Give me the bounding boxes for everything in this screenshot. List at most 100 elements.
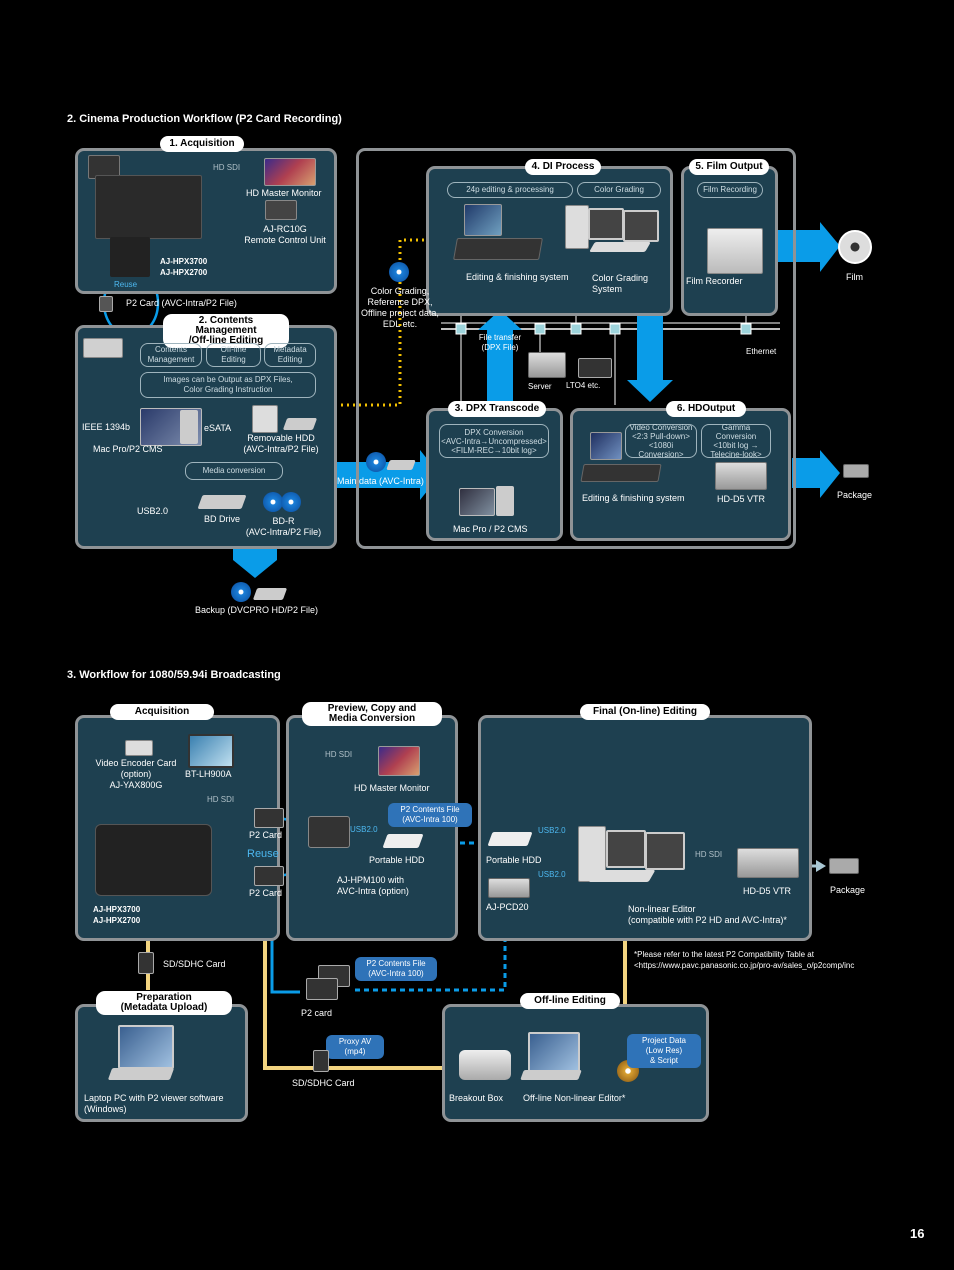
esata-label: eSATA	[204, 423, 232, 433]
contents-title: 2. Contents Management /Off-line Editing	[163, 314, 289, 348]
tag-dpx-output: Images can be Output as DPX Files, Color…	[140, 372, 316, 398]
tag-video-conversion: Video Conversion <2:3 Pull-down> <1080i …	[625, 423, 697, 459]
di-edit-console	[453, 238, 543, 260]
page-number: 16	[910, 1226, 925, 1241]
hdoutput-console	[580, 464, 662, 482]
package-tape-s2	[843, 464, 869, 478]
main-data-hdd	[386, 460, 416, 470]
laptop-base	[107, 1068, 175, 1080]
final-portable-hdd	[487, 832, 533, 846]
nle-label: Non-linear Editor (compatible with P2 HD…	[628, 904, 787, 925]
acquisition-title: 1. Acquisition	[160, 136, 244, 152]
hdoutput-title: 6. HDOutput	[666, 401, 746, 417]
final-usb-label-1: USB2.0	[538, 826, 566, 835]
film-reel-icon	[838, 230, 872, 264]
p2-cards-stack-front	[306, 978, 338, 1000]
preview-panel	[286, 715, 458, 941]
film-output-title: 5. Film Output	[689, 159, 769, 175]
final-hd-sdi-label: HD SDI	[695, 850, 723, 859]
preparation-title: Preparation (Metadata Upload)	[96, 991, 232, 1015]
hpm100-label: AJ-HPM100 with AVC-Intra (option)	[337, 875, 409, 896]
aj-pcd20-label: AJ-PCD20	[486, 902, 529, 912]
rc10g-label: AJ-RC10G Remote Control Unit	[244, 224, 326, 245]
preview-portable-hdd	[382, 834, 424, 848]
di-editing-label: Editing & finishing system	[466, 272, 569, 282]
usb-label-s2: USB2.0	[137, 506, 169, 516]
p2-card-top-label: P2 Card	[249, 830, 283, 840]
nle-monitor-2	[645, 832, 685, 870]
lto-device	[578, 358, 612, 378]
bd-r-disc-1	[263, 492, 283, 512]
main-data-disc	[366, 452, 386, 472]
ethernet-label: Ethernet	[746, 347, 777, 356]
p2-card-label-s2: P2 Card (AVC-Intra/P2 File)	[126, 298, 237, 308]
hd-d5-vtr-s3	[737, 848, 799, 878]
tag-24p-editing: 24p editing & processing	[447, 182, 573, 198]
removable-hdd-label: Removable HDD (AVC-Intra/P2 File)	[243, 433, 319, 454]
tag-contents-management: Contents Management	[140, 343, 202, 367]
offline-laptop-screen	[528, 1032, 580, 1072]
preview-hd-master-monitor	[378, 746, 420, 776]
preview-usb-label: USB2.0	[350, 825, 378, 834]
di-outer-frame	[356, 148, 796, 549]
aj-pcd20-device	[488, 878, 530, 898]
bt-lh900a-monitor	[188, 734, 234, 768]
mac-pro-tower	[180, 410, 198, 444]
dpx-mac-label: Mac Pro / P2 CMS	[453, 524, 528, 534]
final-editing-panel	[478, 715, 812, 941]
hd-master-monitor-label: HD Master Monitor	[246, 188, 322, 198]
cg-monitor-1	[588, 208, 624, 240]
s3-hd-sdi-label: HD SDI	[207, 795, 235, 804]
p2-card-top	[254, 808, 284, 828]
camera-model-label: AJ-HPX3700 AJ-HPX2700	[160, 257, 208, 277]
sd-card-icon-2	[313, 1050, 329, 1072]
s3-camera	[95, 824, 212, 896]
tag-film-recording: Film Recording	[697, 182, 763, 198]
reuse-label-s2: Reuse	[114, 280, 138, 289]
hd-output-out-arrow	[792, 450, 840, 498]
compatibility-note: *Please refer to the latest P2 Compatibi…	[634, 950, 855, 970]
cg-monitor-2	[623, 210, 659, 242]
package-label-s3: Package	[830, 885, 866, 895]
tag-offline-editing: Off-line Editing	[206, 343, 261, 367]
backup-down-arrow	[233, 548, 277, 578]
backup-label: Backup (DVCPRO HD/P2 File)	[195, 605, 319, 615]
preview-portable-hdd-label: Portable HDD	[369, 855, 425, 865]
p2-card-lower-label: P2 card	[301, 1008, 333, 1018]
p2-contents-file-bubble-1: P2 Contents File (AVC-Intra 100)	[388, 803, 472, 827]
cg-tower	[565, 205, 589, 249]
final-portable-hdd-label: Portable HDD	[486, 855, 542, 865]
p2-card-icon	[99, 296, 113, 312]
s3-acquisition-title: Acquisition	[110, 704, 214, 720]
server-device	[528, 352, 566, 378]
hdoutput-editing-label: Editing & finishing system	[582, 493, 685, 503]
hd-d5-vtr-label-s2: HD-D5 VTR	[717, 494, 766, 504]
nle-monitor-1	[606, 830, 646, 868]
tag-dpx-conversion: DPX Conversion <AVC-Intra→Uncompressed> …	[439, 424, 549, 458]
hdoutput-monitor	[590, 432, 622, 460]
final-usb-label-2: USB2.0	[538, 870, 566, 879]
color-grading-note: Color Grading, Reference DPX, Offline pr…	[361, 286, 439, 329]
bd-drive-label: BD Drive	[204, 514, 241, 524]
offline-editor-label: Off-line Non-linear Editor*	[523, 1093, 626, 1103]
laptop-label: Laptop PC with P2 viewer software (Windo…	[84, 1093, 224, 1114]
server-label: Server	[528, 382, 552, 391]
section3-title: 3. Workflow for 1080/59.94i Broadcasting	[67, 669, 281, 681]
tag-metadata-editing: Metadata Editing	[264, 343, 316, 367]
final-editing-title: Final (On-line) Editing	[580, 704, 710, 720]
project-data-bubble: Project Data (Low Res) & Script	[627, 1034, 701, 1068]
section2-title: 2. Cinema Production Workflow (P2 Card R…	[67, 113, 342, 125]
camera-tripod	[110, 237, 150, 277]
dpx-title: 3. DPX Transcode	[448, 401, 546, 417]
film-label: Film	[846, 272, 863, 282]
package-label-s2: Package	[837, 490, 873, 500]
bt-lh900a-label: BT-LH900A	[185, 769, 232, 779]
preview-monitor-label: HD Master Monitor	[354, 783, 430, 793]
nle-keyboard	[588, 870, 656, 882]
color-grading-disc	[389, 262, 409, 282]
film-recorder-label: Film Recorder	[686, 276, 743, 286]
encoder-card-label: Video Encoder Card (option) AJ-YAX800G	[95, 758, 177, 790]
file-transfer-label: File transfer (DPX File)	[478, 333, 522, 352]
offline-title: Off-line Editing	[520, 993, 620, 1009]
ieee-label: IEEE 1394b	[82, 422, 131, 432]
